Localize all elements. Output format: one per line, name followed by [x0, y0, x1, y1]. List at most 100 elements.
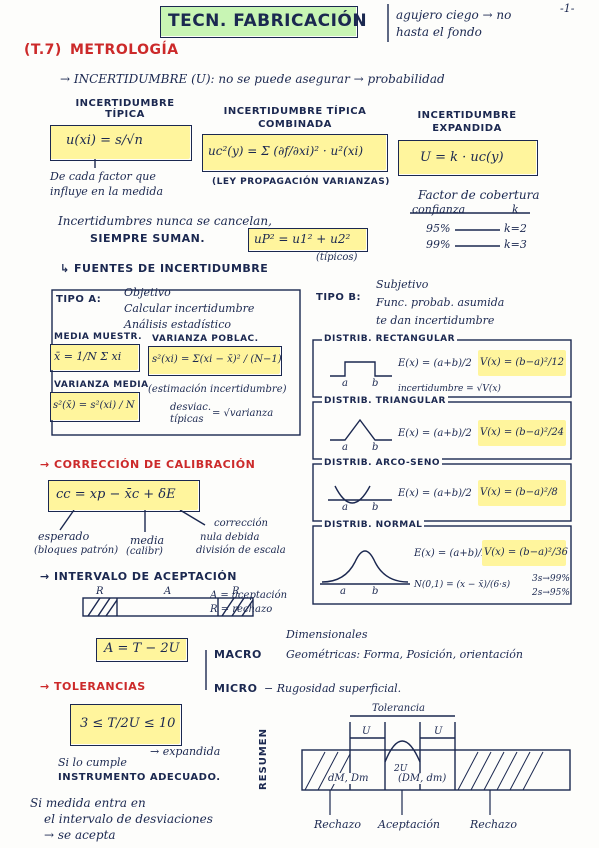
- stdev-formula: = √varianza: [212, 408, 274, 419]
- dist-rect-a: a: [342, 378, 348, 389]
- expanded-highlight: [398, 140, 536, 174]
- header-note-1: agujero ciego → no: [396, 8, 512, 22]
- stdev-label-1: desviac.: [170, 402, 212, 413]
- dist-rect-note: incertidumbre = √V(x): [398, 384, 501, 394]
- final-note-2: el intervalo de desviaciones: [44, 812, 213, 826]
- page-number: -1-: [560, 2, 575, 15]
- dist-norm-title: DISTRIB. NORMAL: [322, 520, 425, 530]
- acc-legend-r: R = rechazo: [210, 604, 273, 615]
- acc-label-r1: R: [96, 586, 104, 597]
- typical-note-1: De cada factor que: [50, 170, 156, 183]
- type-a-item-2: Calcular incertidumbre: [124, 302, 255, 315]
- var-box: [148, 346, 282, 376]
- calibration-highlight: [48, 480, 198, 510]
- acc-formula: A = T − 2U: [104, 641, 180, 656]
- dist-rect-mean: E(x) = (a+b)/2: [398, 358, 472, 369]
- summary-side-label: RESUMEN: [258, 727, 269, 790]
- stdev-label-2: típicas: [170, 414, 204, 425]
- combined-highlight: [202, 134, 386, 170]
- expanded-note: → expandida: [150, 745, 221, 758]
- dist-norm-highlight: [482, 540, 566, 566]
- dist-arc-variance: V(x) = (b−a)²/8: [480, 487, 558, 498]
- coverage-row1-right: k=2: [504, 222, 527, 235]
- coverage-head-right: k: [512, 203, 519, 216]
- acc-formula-box: [96, 638, 188, 662]
- cal-mean-1: media: [130, 534, 165, 547]
- summary-dm-right: (DM, dm): [398, 773, 447, 784]
- dist-tri-a: a: [342, 442, 348, 453]
- dist-rect-variance: V(x) = (b−a)²/12: [480, 357, 565, 368]
- tolerances-title: → TOLERANCIAS: [40, 680, 146, 693]
- sum-note: (típicos): [316, 252, 358, 263]
- mean-box: [50, 344, 140, 372]
- final-note-3: → se acepta: [44, 828, 116, 842]
- dist-rect-highlight: [478, 350, 566, 376]
- estimate-note: (estimación incertidumbre): [148, 384, 287, 395]
- coverage-row2-right: k=3: [504, 238, 527, 251]
- cal-correction-1: corrección: [214, 518, 268, 529]
- combined-box: [202, 134, 388, 172]
- dist-tri-highlight: [478, 420, 566, 446]
- sum-highlight: [248, 228, 366, 250]
- tol-macro-item-2: Geométricas: Forma, Posición, orientació…: [286, 648, 523, 661]
- type-b-item-1: Subjetivo: [376, 278, 429, 291]
- header-note-2: hasta el fondo: [396, 25, 482, 39]
- expanded-box: [398, 140, 538, 176]
- ratio-highlight: [70, 704, 180, 744]
- dist-rect-b: b: [372, 378, 379, 389]
- summary-dm-left: dM, Dm: [328, 773, 369, 784]
- acc-label-r2: R: [232, 586, 240, 597]
- type-b-label: TIPO B:: [316, 292, 361, 303]
- title-box: [160, 6, 358, 38]
- dist-norm-b: b: [372, 586, 379, 597]
- dist-rect-title: DISTRIB. RECTANGULAR: [322, 334, 458, 344]
- normal-pct-1: 3s→99%: [532, 574, 570, 584]
- dist-tri-b: b: [372, 442, 379, 453]
- section-number: (T.7): [24, 42, 62, 58]
- type-b-item-2: Func. probab. asumida: [376, 296, 505, 309]
- cal-expected-1: esperado: [38, 530, 90, 543]
- sum-formula: uP² = u1² + u2²: [254, 232, 351, 246]
- mean-title: MEDIA MUESTR.: [54, 332, 143, 342]
- coverage-row2-left: 99%: [426, 238, 451, 251]
- dist-tri-mean: E(x) = (a+b)/2: [398, 428, 472, 439]
- type-a-item-1: Objetivo: [124, 286, 171, 299]
- ratio-note-1: Si lo cumple: [58, 756, 127, 769]
- var-title: VARIANZA POBLAC.: [152, 334, 259, 344]
- summary-zone-mid: Aceptación: [378, 818, 441, 831]
- normal-pct-2: 2s→95%: [532, 588, 570, 598]
- expanded-formula: U = k · uc(y): [420, 150, 504, 165]
- summary-u1: U: [362, 726, 371, 737]
- type-b-item-3: te dan incertidumbre: [376, 314, 495, 327]
- normal-std: N(0,1) = (x − x̄)/(6·s): [414, 580, 511, 590]
- cal-expected-2: (bloques patrón): [34, 545, 119, 556]
- dist-tri-variance: V(x) = (b−a)²/24: [480, 427, 565, 438]
- acc-formula-highlight: [96, 638, 186, 660]
- dist-arc-highlight: [478, 480, 566, 506]
- section-name: METROLOGÍA: [70, 42, 179, 58]
- tol-macro: MACRO: [214, 648, 262, 661]
- acc-legend-a: A = aceptación: [210, 590, 288, 601]
- typical-highlight: [50, 125, 190, 159]
- typical-box: [50, 125, 192, 161]
- page-title: TECN. FABRICACIÓN: [168, 11, 368, 31]
- mean-var-box: [50, 392, 140, 422]
- cal-mean-2: (calibr): [126, 546, 163, 557]
- summary-two-u: 2U: [394, 764, 408, 774]
- summary-zone-left: Rechazo: [314, 818, 362, 831]
- dist-norm-a: a: [340, 586, 346, 597]
- expanded-title-1: INCERTIDUMBRE: [417, 110, 517, 121]
- summary-u2: U: [434, 726, 443, 737]
- combined-title-1: INCERTIDUMBRE TÍPICA: [223, 106, 367, 117]
- dist-arc-title: DISTRIB. ARCO-SENO: [322, 458, 442, 468]
- calibration-formula: cc = xp − x̄c + δE: [56, 487, 176, 502]
- summary-zone-right: Rechazo: [470, 818, 518, 831]
- mean-var-formula: s²(x̄) = s²(xi) / N: [53, 400, 135, 411]
- typical-title: INCERTIDUMBRE TÍPICA: [75, 98, 175, 120]
- expanded-title-2: EXPANDIDA: [432, 123, 502, 134]
- ratio-note-2: INSTRUMENTO ADECUADO.: [58, 772, 221, 783]
- type-a-label: TIPO A:: [56, 294, 102, 305]
- cal-correction-2: nula debida: [200, 532, 260, 543]
- typical-note-2: influye en la medida: [50, 185, 164, 198]
- dist-norm-variance: V(x) = (b−a)²/36: [484, 547, 569, 558]
